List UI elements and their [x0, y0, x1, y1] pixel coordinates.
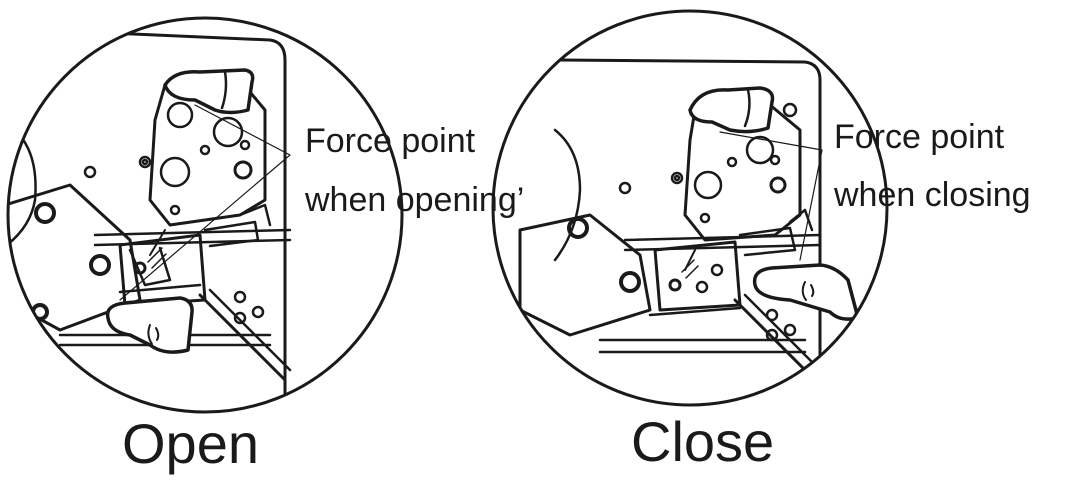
close-magnifier-circle	[493, 11, 887, 405]
close-mechanism-illustration	[520, 60, 858, 400]
close-force-point-sublabel: when closing	[834, 178, 1031, 212]
close-force-point-label: Force point	[834, 120, 1004, 154]
open-mechanism-illustration	[0, 30, 290, 400]
close-caption: Close	[631, 414, 774, 470]
open-force-point-label: Force point	[305, 124, 475, 158]
close-panel	[493, 11, 887, 405]
open-caption: Open	[122, 416, 259, 472]
open-force-point-sublabel: when opening’	[305, 183, 524, 217]
